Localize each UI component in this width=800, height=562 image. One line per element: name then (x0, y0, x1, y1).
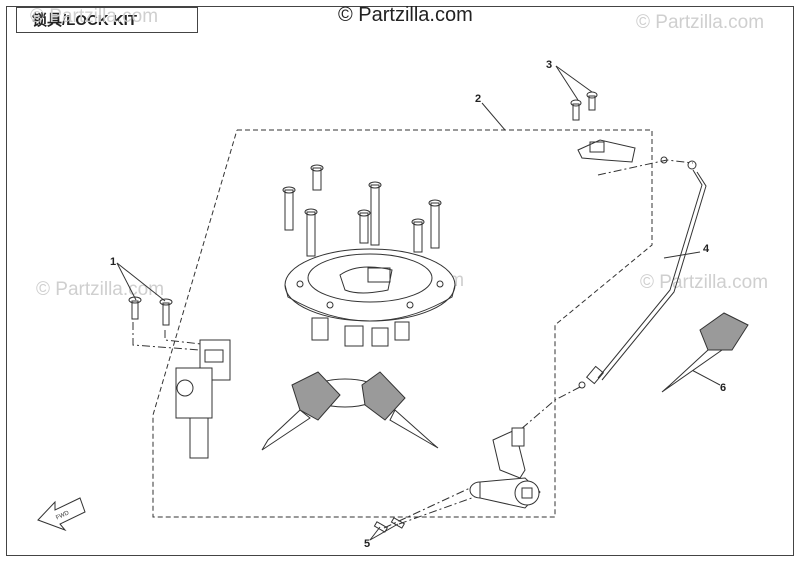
cap-bolt (428, 199, 442, 249)
copyright-notice: © Partzilla.com (338, 4, 473, 26)
screw-5a (373, 521, 389, 533)
cable-bracket (577, 139, 636, 163)
callout-5: 5 (364, 538, 370, 550)
leader-line-3 (555, 65, 593, 93)
callout-4: 4 (703, 243, 710, 255)
cap-bolt (304, 208, 318, 257)
guide-line (132, 322, 201, 351)
callout-1: 1 (110, 256, 116, 268)
screw-5b (390, 517, 406, 529)
leader-line-1 (116, 262, 137, 301)
screw-1b (159, 298, 173, 326)
cap-bolt (357, 209, 371, 244)
ignition-switch (175, 339, 231, 459)
callout-3: 3 (546, 59, 552, 71)
assembly-outline (152, 129, 653, 518)
guide-line (519, 386, 581, 431)
watermark: © Partzilla.com (640, 272, 769, 293)
fwd-label: FWD (55, 510, 71, 521)
guide-line (383, 487, 471, 529)
watermark: © Partzilla.com (36, 279, 165, 300)
guide-line (164, 330, 211, 346)
key-pair (261, 371, 439, 451)
leader-line-5 (369, 526, 381, 541)
spare-key (661, 312, 749, 393)
diagram-title: 锁具/LOCK KIT (32, 12, 137, 29)
leader-line-3 (555, 65, 579, 101)
leader-line-6 (687, 367, 721, 386)
watermark: © Partzilla.com (636, 12, 765, 33)
screw-1a (128, 296, 142, 320)
watermark: © Partzilla.com (30, 6, 159, 27)
callout-6: 6 (720, 382, 726, 394)
forward-arrow-icon (37, 497, 86, 532)
leader-line-4 (663, 251, 701, 259)
title-box (16, 7, 198, 33)
leader-line-1 (116, 262, 166, 302)
fuel-cap (284, 248, 456, 347)
bolt-3a (570, 99, 582, 121)
guide-line (398, 494, 481, 525)
release-cable (578, 156, 707, 389)
cap-bolt (368, 181, 382, 246)
cap-bolt (411, 218, 425, 253)
cap-bolt (310, 164, 324, 191)
cap-bolt (282, 186, 296, 231)
seat-lock (469, 427, 541, 509)
bolt-3b (586, 91, 598, 111)
leader-line-2 (481, 102, 506, 131)
diagram-frame (6, 6, 794, 556)
guide-line (597, 159, 694, 176)
callout-2: 2 (475, 93, 481, 105)
